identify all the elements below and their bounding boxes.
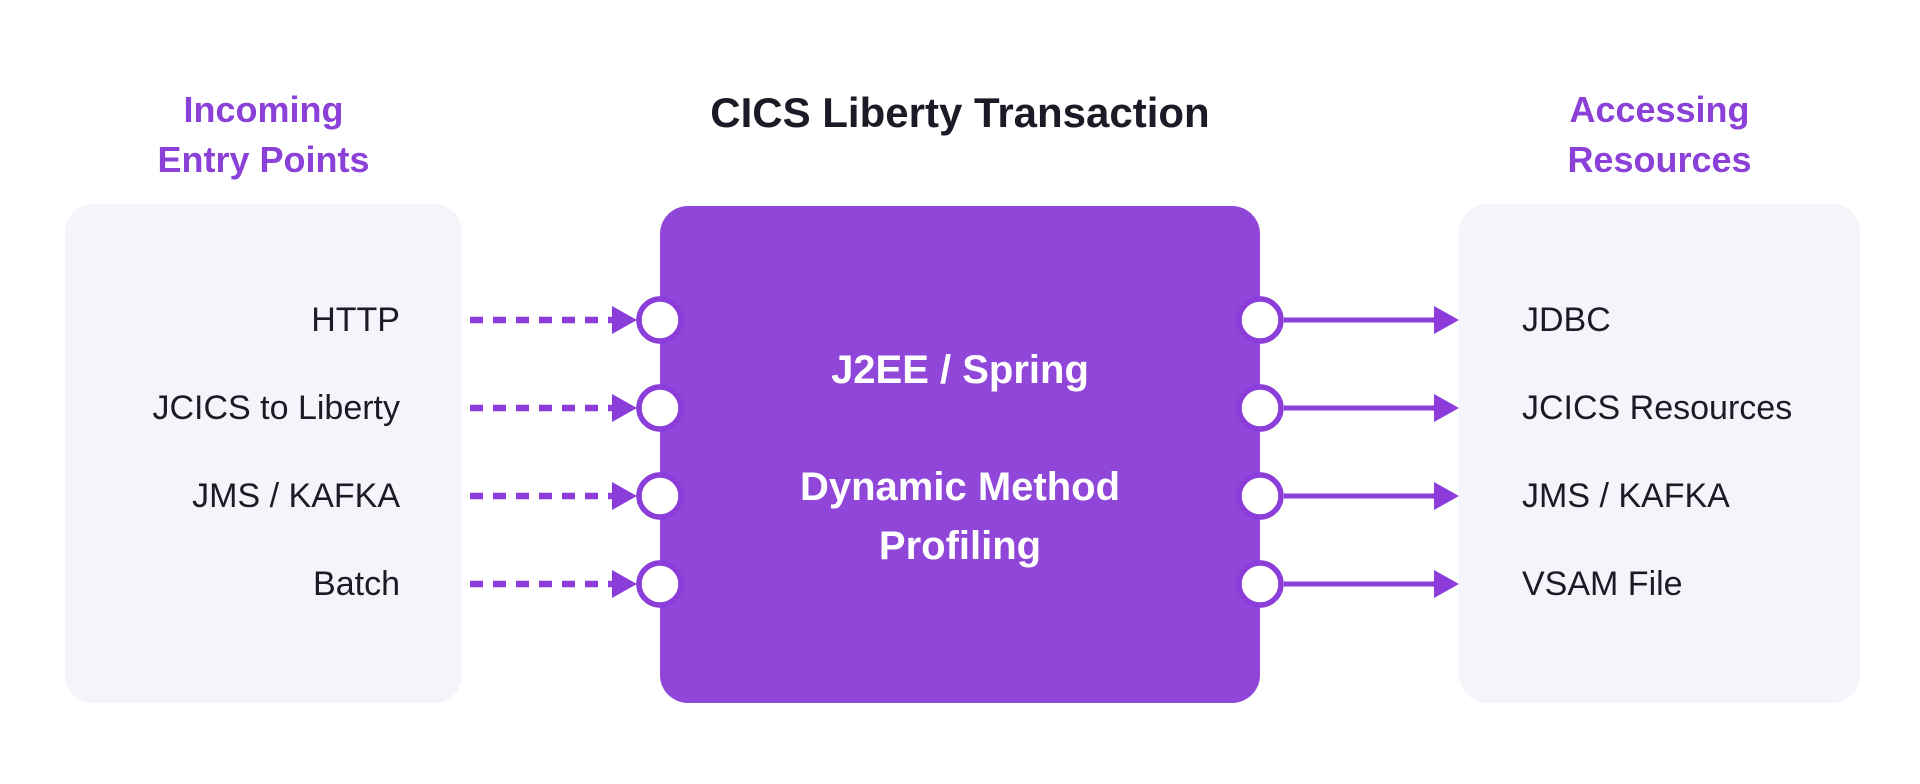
cics-liberty-transaction-box xyxy=(660,206,1260,703)
accessing-resources-heading: Accessing Resources xyxy=(1459,85,1860,185)
solid-arrow xyxy=(1284,394,1459,422)
outgoing-solid-arrows xyxy=(1284,306,1459,598)
heading-line: Accessing xyxy=(1569,89,1750,130)
accessing-resources-panel xyxy=(1459,204,1860,703)
resource-label: JMS / KAFKA xyxy=(1522,477,1730,515)
center-box-text-line: Profiling xyxy=(878,524,1042,568)
entry-point-label: JCICS to Liberty xyxy=(152,389,400,427)
incoming-dashed-arrows xyxy=(470,306,637,598)
resource-label: JCICS Resources xyxy=(1522,389,1793,427)
center-box-text-line: Dynamic Method xyxy=(799,465,1121,509)
dashed-arrow xyxy=(470,482,637,510)
heading-line: Incoming xyxy=(183,89,344,130)
solid-arrow xyxy=(1284,570,1459,598)
diagram-title: CICS Liberty Transaction xyxy=(710,89,1210,136)
incoming-entry-points-panel xyxy=(65,204,462,703)
center-box-text-line: J2EE / Spring xyxy=(831,348,1089,392)
incoming-entry-points-heading: Incoming Entry Points xyxy=(65,85,462,185)
heading-line: Entry Points xyxy=(157,139,370,180)
dashed-arrow xyxy=(470,394,637,422)
entry-point-label: Batch xyxy=(313,565,400,603)
solid-arrow xyxy=(1284,482,1459,510)
resource-label: JDBC xyxy=(1522,301,1611,339)
heading-line: Resources xyxy=(1567,139,1752,180)
resource-label: VSAM File xyxy=(1522,565,1683,603)
solid-arrow xyxy=(1284,306,1459,334)
dashed-arrow xyxy=(470,306,637,334)
entry-point-label: HTTP xyxy=(311,301,400,339)
dashed-arrow xyxy=(470,570,637,598)
entry-point-label: JMS / KAFKA xyxy=(192,477,400,515)
